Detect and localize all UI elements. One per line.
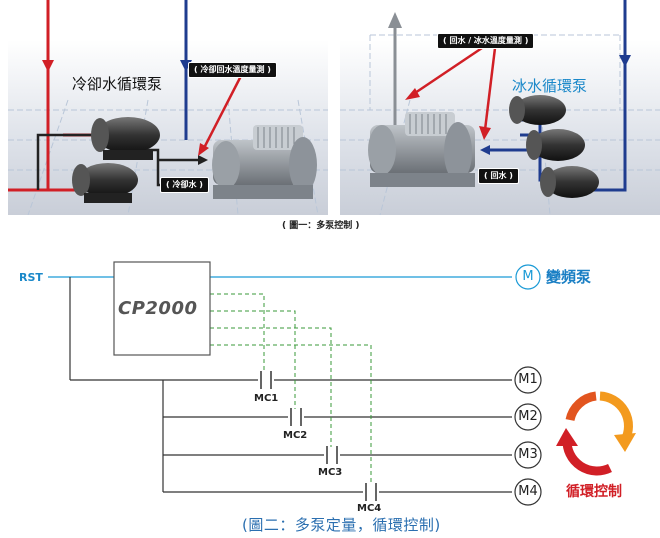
vfd-motor-circle xyxy=(515,264,541,290)
figure1-caption: ( 圖一：多泵控制 ) xyxy=(282,221,360,231)
cycle-control-label: 循環控制 xyxy=(566,484,622,500)
motor-m4-label: M4 xyxy=(518,484,538,499)
mc1-label: MC1 xyxy=(254,393,279,404)
chilled-pump-1 xyxy=(509,95,566,125)
cp2000-box xyxy=(113,261,211,356)
power-lines xyxy=(69,277,512,493)
mc4-label: MC4 xyxy=(357,503,382,514)
motor-m2-circle xyxy=(514,403,542,431)
control-lines xyxy=(210,293,372,484)
chiller-unit-2 xyxy=(368,112,475,187)
contactor-mc2 xyxy=(288,408,304,426)
vfd-motor-label: M xyxy=(522,269,534,284)
cycle-icon xyxy=(556,391,636,476)
return-water-tag: ( 回水 ) xyxy=(478,168,519,184)
motor-m2-label: M2 xyxy=(518,409,538,424)
vfd-pump-label: 變頻泵 xyxy=(546,268,592,286)
contactor-mc3 xyxy=(324,446,340,464)
contactor-mc4 xyxy=(363,483,379,501)
cooling-return-temp-tag: ( 冷卻回水溫度量測 ) xyxy=(188,62,277,78)
contactor-mc1 xyxy=(258,371,274,389)
motor-m1-label: M1 xyxy=(518,372,538,387)
chilled-pump-title: 冰水循環泵 xyxy=(512,77,588,95)
chilled-pump-2 xyxy=(526,129,585,161)
cp2000-label: CP2000 xyxy=(118,298,198,319)
mc3-label: MC3 xyxy=(318,467,343,478)
figure2-caption: (圖二：多泵定量，循環控制) xyxy=(242,516,441,534)
chilled-water-scene xyxy=(340,0,660,216)
motor-m3-label: M3 xyxy=(518,447,538,462)
chiller-unit xyxy=(212,125,317,199)
cooling-water-tag: ( 冷卻水 ) xyxy=(160,177,209,193)
rst-power-label: RST xyxy=(19,271,43,284)
motor-m4-circle xyxy=(514,478,542,506)
mc2-label: MC2 xyxy=(283,430,308,441)
cooling-pump-2 xyxy=(72,163,138,203)
motor-m3-circle xyxy=(514,441,542,469)
motor-m1-circle xyxy=(514,366,542,394)
chilled-scene-illustration xyxy=(340,0,660,216)
return-chilled-temp-tag: ( 回水 / 冰水溫度量測 ) xyxy=(437,33,535,49)
chilled-pump-3 xyxy=(540,166,599,198)
cooling-pump-1 xyxy=(91,117,160,160)
cooling-pump-title: 冷卻水循環泵 xyxy=(72,75,163,93)
